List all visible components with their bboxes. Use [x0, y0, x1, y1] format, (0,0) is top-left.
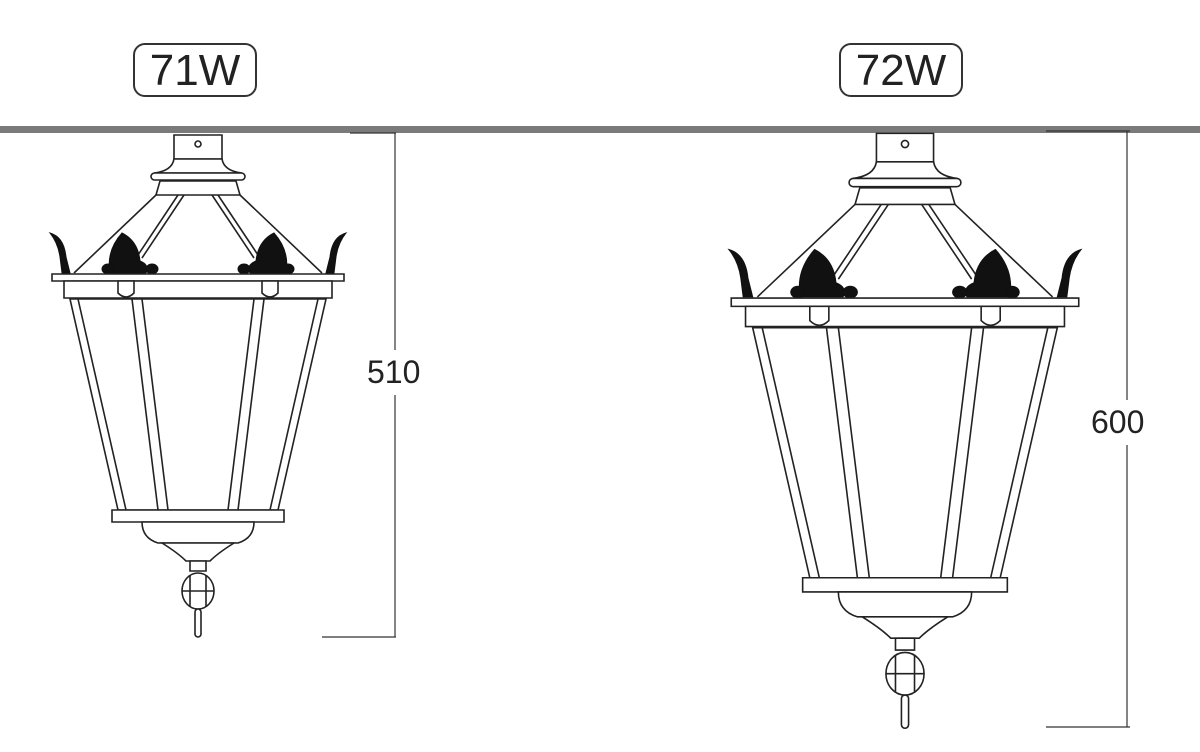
- power-label-72w: 72W: [839, 43, 963, 97]
- ceiling-bar: [0, 126, 1200, 133]
- height-dimension-510: 510: [367, 350, 421, 395]
- lantern-71w: [49, 134, 347, 638]
- power-label-71w: 71W: [133, 43, 257, 97]
- height-dimension-600: 600: [1091, 400, 1145, 445]
- lantern-72w: [727, 132, 1083, 730]
